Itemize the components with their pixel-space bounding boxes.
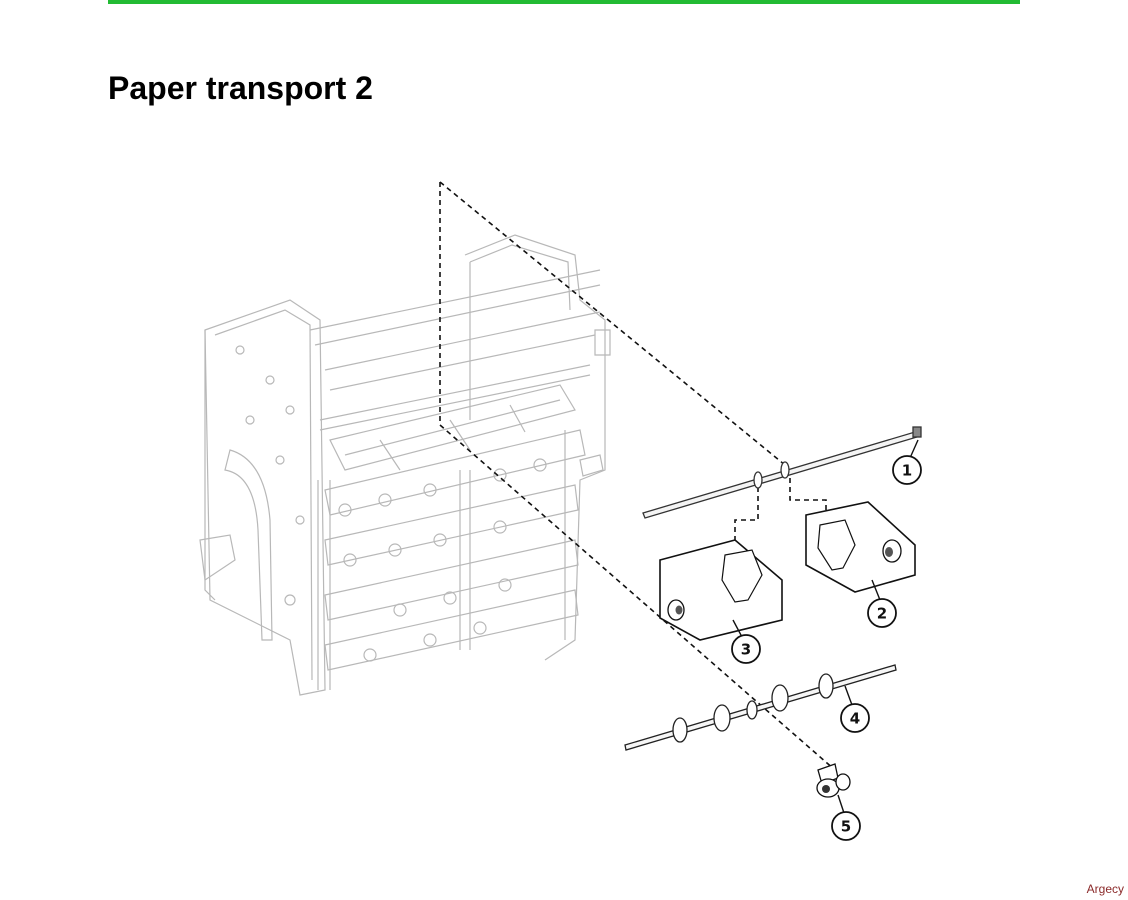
part-1-shaft [642,426,922,519]
callout-5-label: 5 [841,818,851,836]
callout-2: 2 [867,598,897,628]
callout-1-label: 1 [902,462,912,480]
leader-lines [439,181,886,771]
part-3-assembly-box [659,539,783,641]
callout-2-label: 2 [877,605,887,623]
watermark-text: Argecy [1086,882,1124,896]
part-2-assembly-box [805,501,916,593]
callout-1: 1 [892,455,922,485]
page-title: Paper transport 2 [108,70,373,106]
callout-3: 3 [731,634,761,664]
callout-leaders [732,439,919,814]
callout-5: 5 [831,811,861,841]
callout-4-label: 4 [850,710,860,728]
callout-4: 4 [840,703,870,733]
part-5-small-roller [816,763,851,798]
callout-3-label: 3 [741,641,751,659]
top-accent-rule [108,0,1020,4]
part-4-roller-shaft [624,664,897,751]
printer-frame-assembly [199,234,611,696]
